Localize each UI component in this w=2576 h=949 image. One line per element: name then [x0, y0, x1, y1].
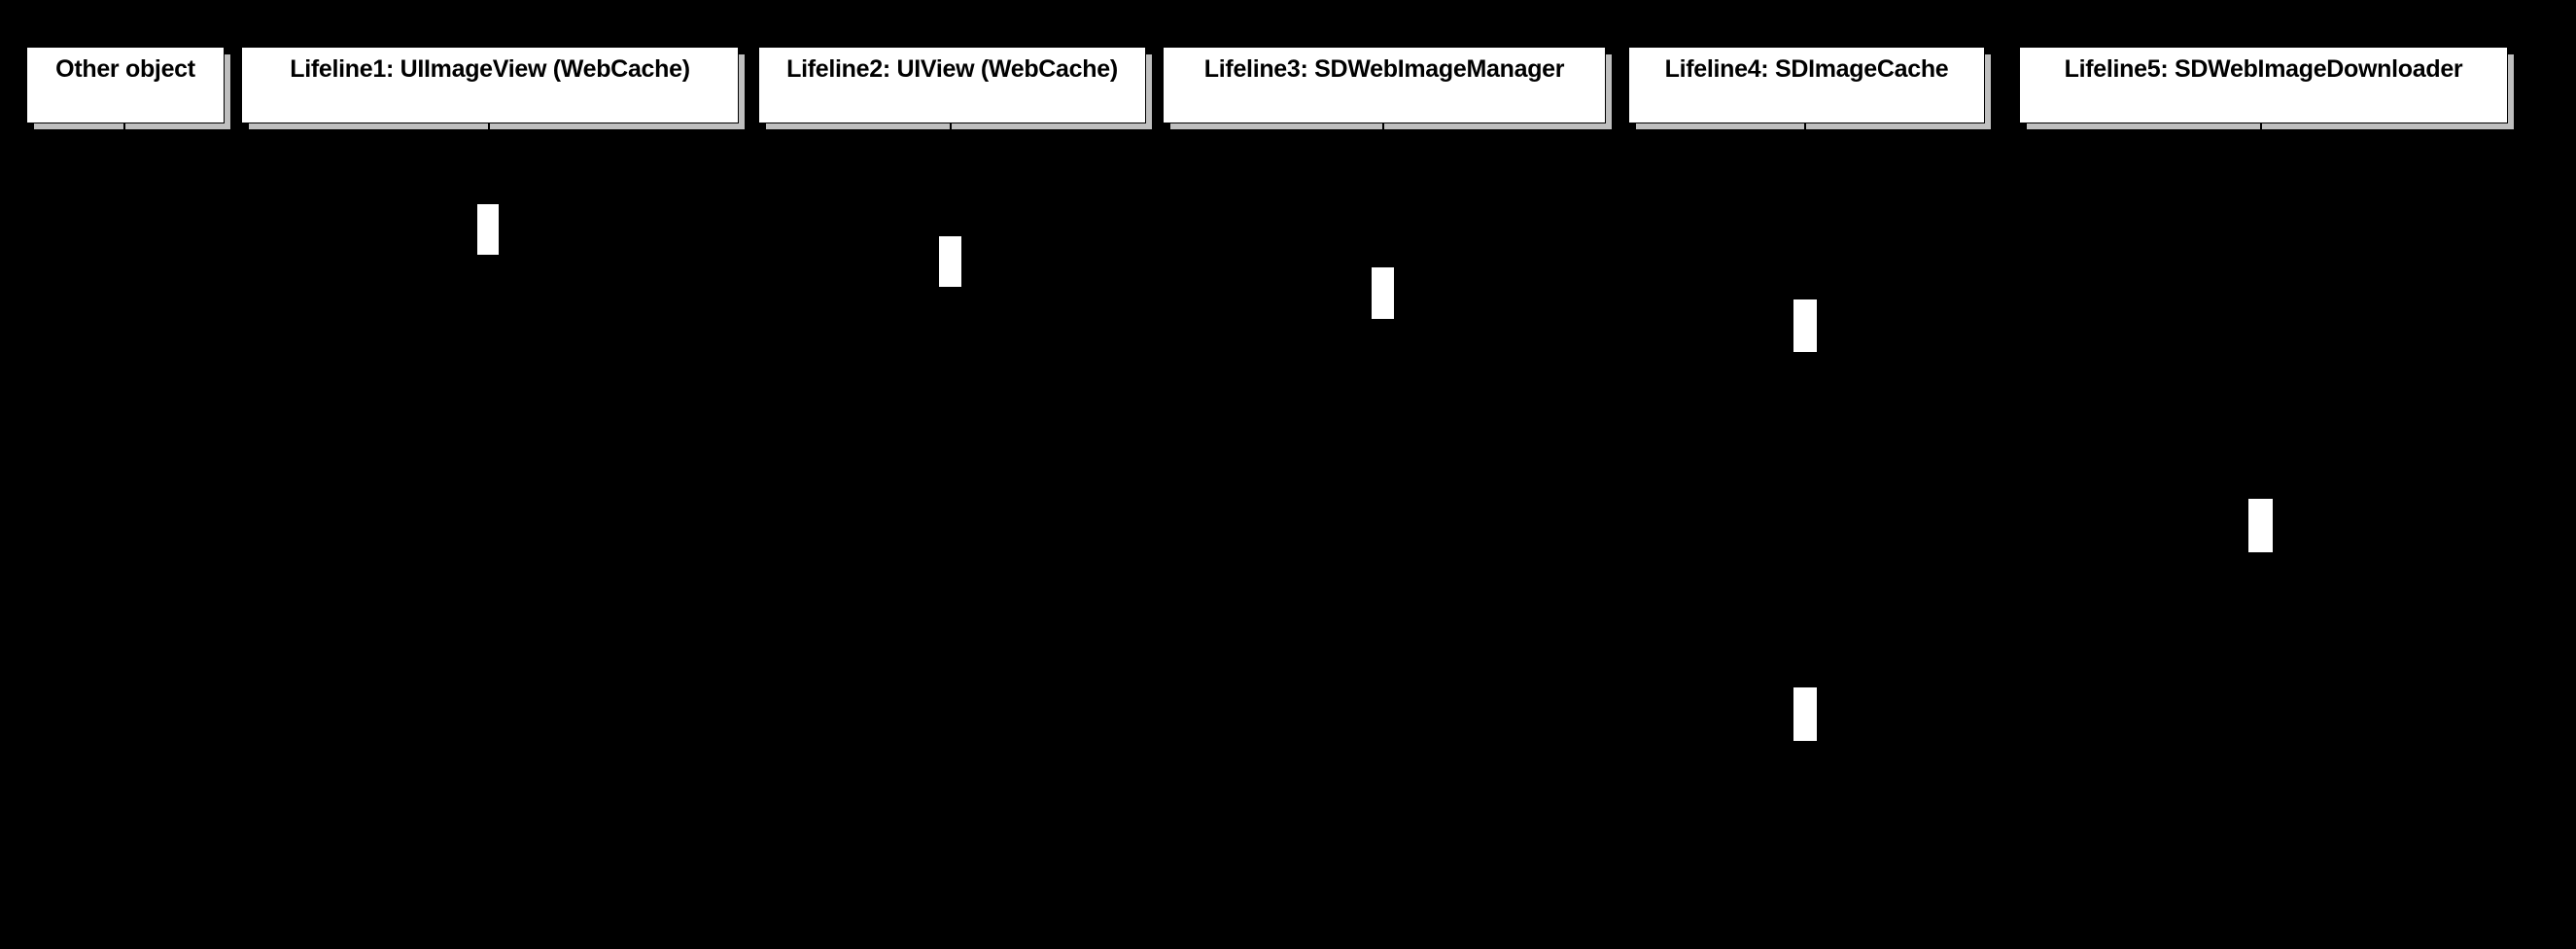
lifeline-header-lifeline5[interactable]: Lifeline5: SDWebImageDownloader — [2019, 47, 2514, 129]
lifeline-header-lifeline4[interactable]: Lifeline4: SDImageCache — [1628, 47, 1991, 129]
lifeline-tick-lifeline1 — [488, 123, 490, 132]
lifeline-stem-lifeline1 — [488, 122, 490, 949]
lifeline-header-label: Lifeline5: SDWebImageDownloader — [2064, 55, 2463, 83]
activation-bar[interactable] — [2248, 499, 2273, 552]
lifeline-header-lifeline2[interactable]: Lifeline2: UIView (WebCache) — [758, 47, 1152, 129]
lifeline-header-label: Lifeline2: UIView (WebCache) — [786, 55, 1118, 83]
activation-bar[interactable] — [1793, 687, 1817, 741]
lifeline-header-box: Lifeline2: UIView (WebCache) — [758, 47, 1146, 123]
lifeline-tick-other — [123, 123, 125, 132]
lifeline-header-label: Lifeline3: SDWebImageManager — [1203, 55, 1565, 83]
activation-bar[interactable] — [1793, 299, 1817, 352]
lifeline-tick-lifeline4 — [1804, 123, 1806, 132]
lifeline-header-other[interactable]: Other object — [26, 47, 230, 129]
activation-bar[interactable] — [477, 204, 499, 255]
lifeline-header-label: Lifeline1: UIImageView (WebCache) — [290, 55, 690, 83]
lifeline-tick-lifeline3 — [1382, 123, 1384, 132]
lifeline-header-lifeline3[interactable]: Lifeline3: SDWebImageManager — [1163, 47, 1612, 129]
activation-bar[interactable] — [1372, 267, 1394, 319]
lifeline-header-box: Lifeline1: UIImageView (WebCache) — [241, 47, 739, 123]
lifeline-stem-other — [123, 122, 125, 949]
lifeline-header-label: Other object — [55, 55, 195, 83]
lifeline-header-box: Lifeline4: SDImageCache — [1628, 47, 1985, 123]
lifeline-stem-lifeline4 — [1804, 122, 1806, 949]
lifeline-tick-lifeline2 — [950, 123, 952, 132]
lifeline-stem-lifeline2 — [950, 122, 952, 949]
lifeline-stem-lifeline3 — [1382, 122, 1384, 949]
lifeline-header-box: Other object — [26, 47, 225, 123]
lifeline-header-box: Lifeline3: SDWebImageManager — [1163, 47, 1606, 123]
activation-bar[interactable] — [939, 236, 961, 287]
lifeline-header-box: Lifeline5: SDWebImageDownloader — [2019, 47, 2508, 123]
lifeline-header-lifeline1[interactable]: Lifeline1: UIImageView (WebCache) — [241, 47, 745, 129]
lifeline-header-label: Lifeline4: SDImageCache — [1664, 55, 1949, 83]
lifeline-tick-lifeline5 — [2260, 123, 2262, 132]
